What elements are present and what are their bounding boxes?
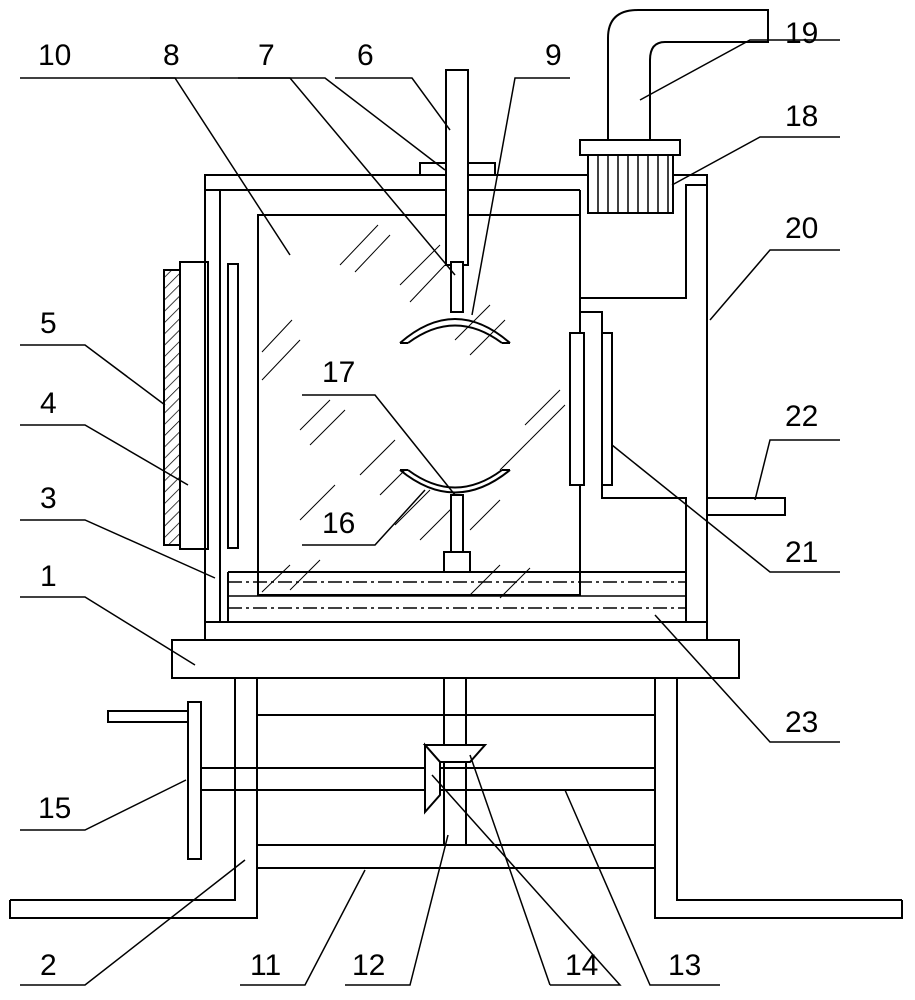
label-16: 16 xyxy=(322,507,355,540)
label-3: 3 xyxy=(40,482,57,515)
door xyxy=(179,261,239,550)
label-1: 1 xyxy=(40,560,57,593)
handle xyxy=(706,497,786,516)
label-18: 18 xyxy=(785,100,818,133)
label-8: 8 xyxy=(163,39,180,72)
support-plate xyxy=(171,639,740,679)
label-4: 4 xyxy=(40,387,57,420)
label-7: 7 xyxy=(258,39,275,72)
base-legs xyxy=(9,678,903,919)
label-17: 17 xyxy=(322,356,355,389)
lower-frame xyxy=(257,714,655,869)
exhaust-pipe xyxy=(607,9,769,140)
label-22: 22 xyxy=(785,400,818,433)
leader-lines xyxy=(20,39,840,986)
hatched-panel xyxy=(163,269,181,546)
label-9: 9 xyxy=(545,39,562,72)
label-19: 19 xyxy=(785,17,818,50)
fan xyxy=(579,139,681,214)
label-15: 15 xyxy=(38,792,71,825)
label-12: 12 xyxy=(352,949,385,982)
lower-clamp xyxy=(399,469,511,573)
label-21: 21 xyxy=(785,536,818,569)
bottom-layer xyxy=(227,571,687,622)
label-6: 6 xyxy=(357,39,374,72)
label-5: 5 xyxy=(40,307,57,340)
upper-clamp xyxy=(399,318,511,344)
label-14: 14 xyxy=(565,949,598,982)
part-labels: 10 8 7 6 9 19 18 20 22 21 23 5 4 3 1 17 … xyxy=(38,17,818,982)
label-13: 13 xyxy=(668,949,701,982)
label-11: 11 xyxy=(250,949,281,982)
label-2: 2 xyxy=(40,949,57,982)
bevel-gears xyxy=(422,742,488,845)
label-10: 10 xyxy=(38,39,71,72)
label-23: 23 xyxy=(785,706,818,739)
side-duct xyxy=(569,184,707,572)
glass-chamber xyxy=(257,214,581,599)
label-20: 20 xyxy=(785,212,818,245)
hand-wheel xyxy=(107,701,202,860)
